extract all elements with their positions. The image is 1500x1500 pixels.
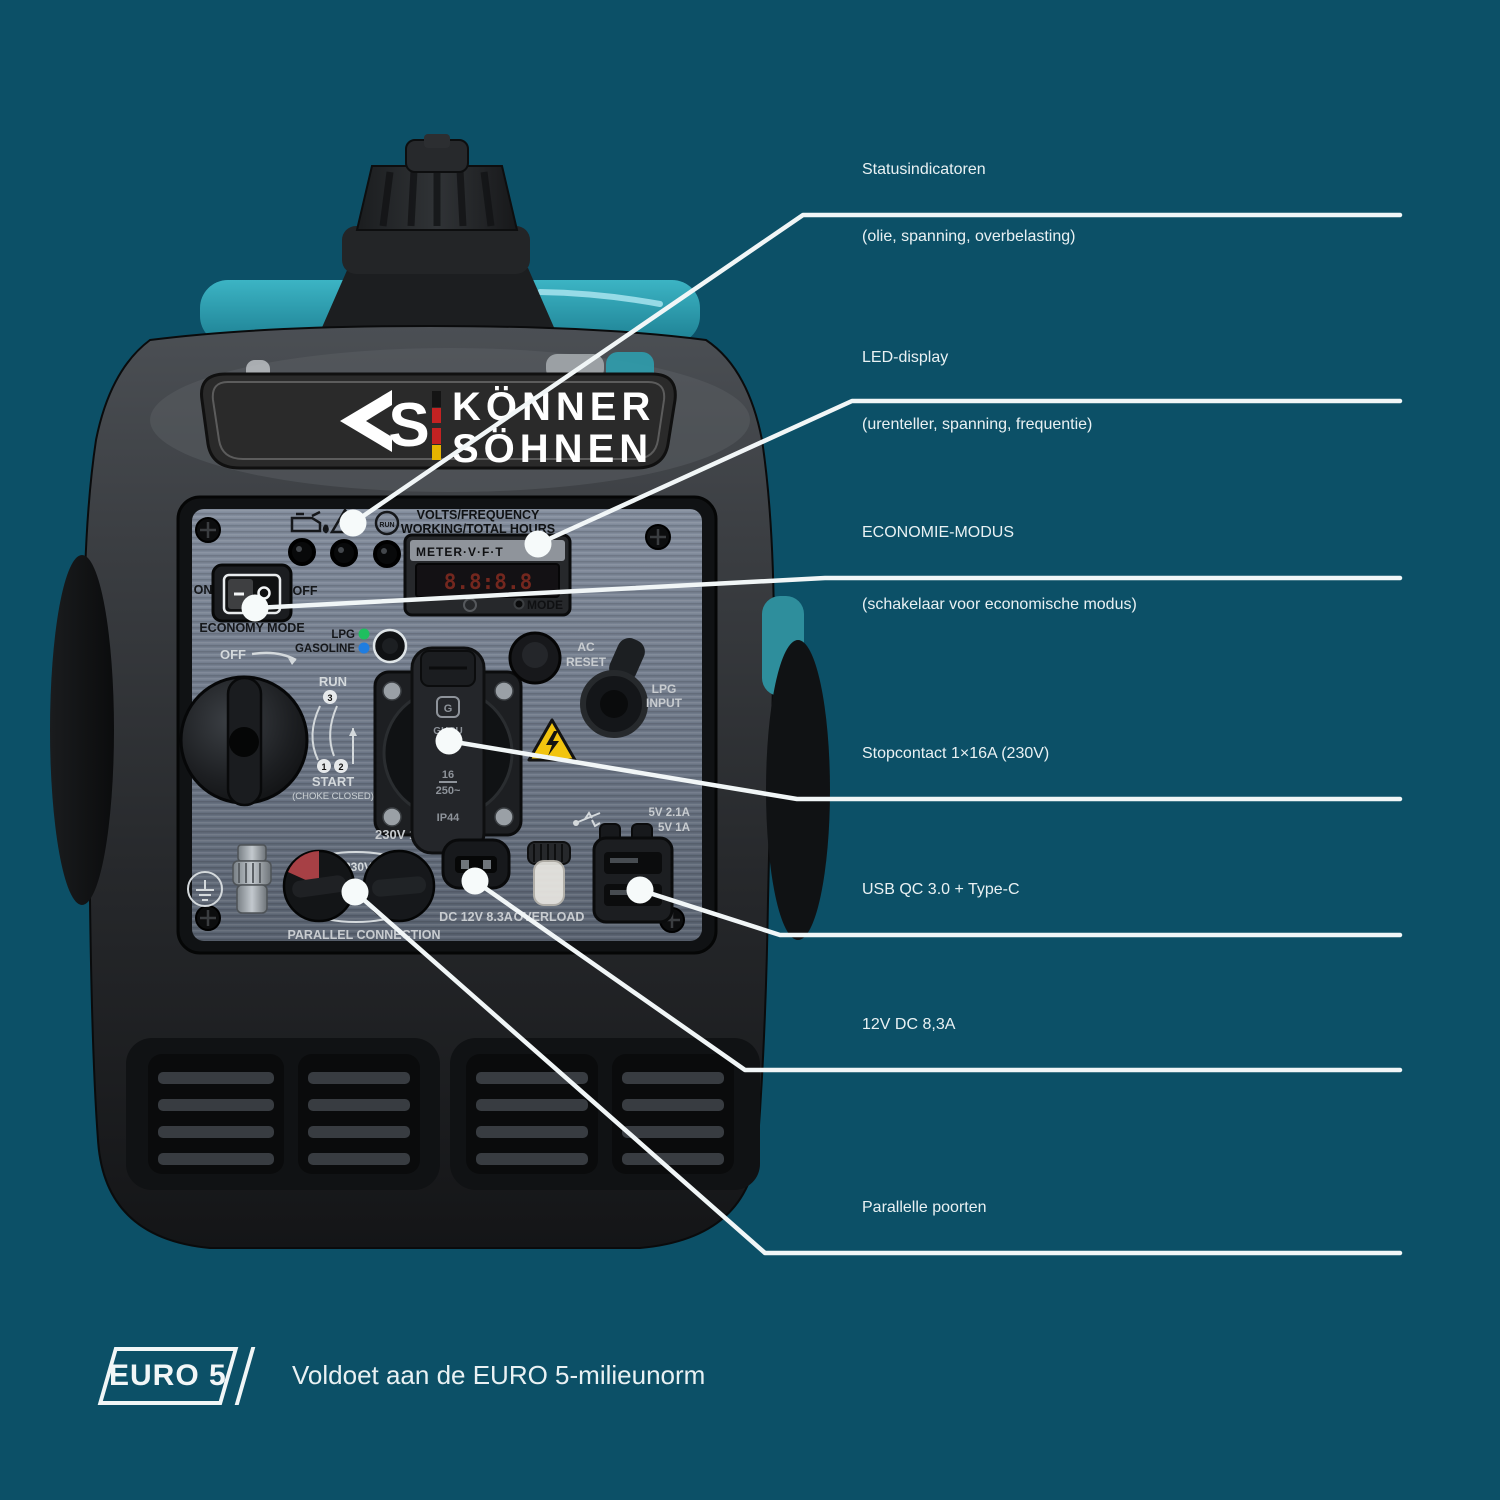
choke-dial: OFF RUN 3 1 2 START (CHOKE CLOSED) bbox=[179, 647, 374, 807]
dial-choke-label: (CHOKE CLOSED) bbox=[292, 791, 374, 802]
svg-text:250~: 250~ bbox=[436, 785, 461, 797]
control-panel: RUN VOLTS/FREQUENCY WORKING/TOTAL HOURS … bbox=[176, 495, 718, 955]
brand-line1: KÖNNER bbox=[452, 384, 655, 429]
left-side-handle bbox=[50, 555, 114, 905]
svg-text:G: G bbox=[444, 703, 453, 715]
usb-c-label: 5V 1A bbox=[658, 822, 690, 834]
euro5-badge: EURO 5 bbox=[97, 1347, 239, 1405]
meter-digits: 8.8:8.8 bbox=[444, 570, 533, 594]
line-eco bbox=[252, 575, 1403, 611]
callout-lines bbox=[252, 212, 1403, 1256]
usb-ports: 5V 2.1A 5V 1A bbox=[573, 807, 690, 924]
lpg-dot bbox=[358, 628, 370, 640]
callout-led-title: LED-display bbox=[862, 349, 949, 366]
euro5-badge-label: EURO 5 bbox=[109, 1359, 227, 1392]
line-usb bbox=[637, 887, 1403, 938]
dial-run-label: RUN bbox=[319, 674, 347, 689]
callout-eco-subtitle: (schakelaar voor economische modus) bbox=[862, 596, 1137, 613]
line-dc bbox=[472, 878, 1403, 1073]
dc-label: DC 12V 8.3A bbox=[439, 910, 513, 924]
callout-status-subtitle: (olie, spanning, overbelasting) bbox=[862, 228, 1076, 245]
lpg-input-label-1: LPG bbox=[652, 682, 677, 696]
callout-status-title: Statusindicatoren bbox=[862, 161, 986, 178]
svg-text:S: S bbox=[388, 391, 429, 460]
dc-12v-port: DC 12V 8.3A bbox=[439, 838, 513, 924]
svg-text:IP44: IP44 bbox=[437, 812, 461, 824]
line-led bbox=[535, 398, 1403, 547]
dial-start-label: START bbox=[312, 774, 354, 789]
parallel-label: PARALLEL CONNECTION bbox=[287, 928, 440, 942]
ks-logo-icon: S bbox=[340, 390, 441, 460]
fuel-cap bbox=[320, 134, 556, 332]
usb-a-label: 5V 2.1A bbox=[648, 807, 690, 819]
brand-plate: S KÖNNER SÖHNEN bbox=[200, 372, 677, 471]
fuel-indicator: LPG GASOLINE bbox=[295, 628, 408, 664]
ground-bolt bbox=[232, 844, 272, 914]
gasoline-dot bbox=[358, 642, 370, 654]
run-indicator-icon: RUN bbox=[374, 510, 400, 536]
svg-text:16: 16 bbox=[442, 769, 454, 781]
usb-icon bbox=[573, 811, 601, 828]
off-label: OFF bbox=[293, 584, 318, 598]
line-status bbox=[350, 212, 1403, 526]
lpg-label: LPG bbox=[331, 629, 355, 641]
oil-icon bbox=[290, 510, 329, 534]
volts-heading-2: WORKING/TOTAL HOURS bbox=[401, 522, 555, 536]
svg-text:3: 3 bbox=[327, 693, 332, 703]
lpg-input-label-2: INPUT bbox=[646, 696, 683, 710]
callout-parallel-title: Parallelle poorten bbox=[862, 1199, 987, 1216]
callout-eco-title: ECONOMIE-MODUS bbox=[862, 524, 1014, 541]
line-socket bbox=[446, 738, 1403, 802]
dial-off-label: OFF bbox=[220, 647, 246, 662]
ground-terminal bbox=[187, 871, 223, 907]
callout-dots bbox=[241, 509, 654, 906]
meter-brand-mark bbox=[463, 598, 477, 612]
svg-text:1: 1 bbox=[321, 762, 326, 772]
mode-label: MODE bbox=[527, 598, 563, 612]
euro5-badge-text: Voldoet aan de EURO 5-milieunorm bbox=[292, 1360, 706, 1390]
callout-led-subtitle: (urenteller, spanning, frequentie) bbox=[862, 416, 1093, 433]
ac-label-1: AC bbox=[577, 640, 595, 654]
ac-label-2: RESET bbox=[566, 655, 607, 669]
overload-breaker: OVERLOAD bbox=[514, 841, 584, 924]
line-parallel bbox=[352, 889, 1403, 1256]
callout-dc-title: 12V DC 8,3A bbox=[862, 1016, 956, 1033]
economy-mode-label: ECONOMY MODE bbox=[199, 621, 304, 635]
mode-button bbox=[513, 598, 525, 610]
svg-text:RUN: RUN bbox=[379, 522, 394, 529]
on-label: ON bbox=[194, 583, 213, 597]
gasoline-label: GASOLINE bbox=[295, 643, 355, 655]
lpg-input-port: LPG INPUT bbox=[580, 638, 683, 738]
right-side-handle bbox=[766, 640, 830, 940]
callout-usb-title: USB QC 3.0 + Type-C bbox=[862, 881, 1020, 898]
status-leds bbox=[288, 538, 401, 568]
callout-socket-title: Stopcontact 1×16A (230V) bbox=[862, 745, 1050, 762]
volts-heading-1: VOLTS/FREQUENCY bbox=[417, 508, 540, 522]
ac-reset-button: AC RESET bbox=[508, 631, 607, 685]
meter-title: METER·V·F·T bbox=[416, 545, 504, 559]
svg-text:2: 2 bbox=[338, 762, 343, 772]
